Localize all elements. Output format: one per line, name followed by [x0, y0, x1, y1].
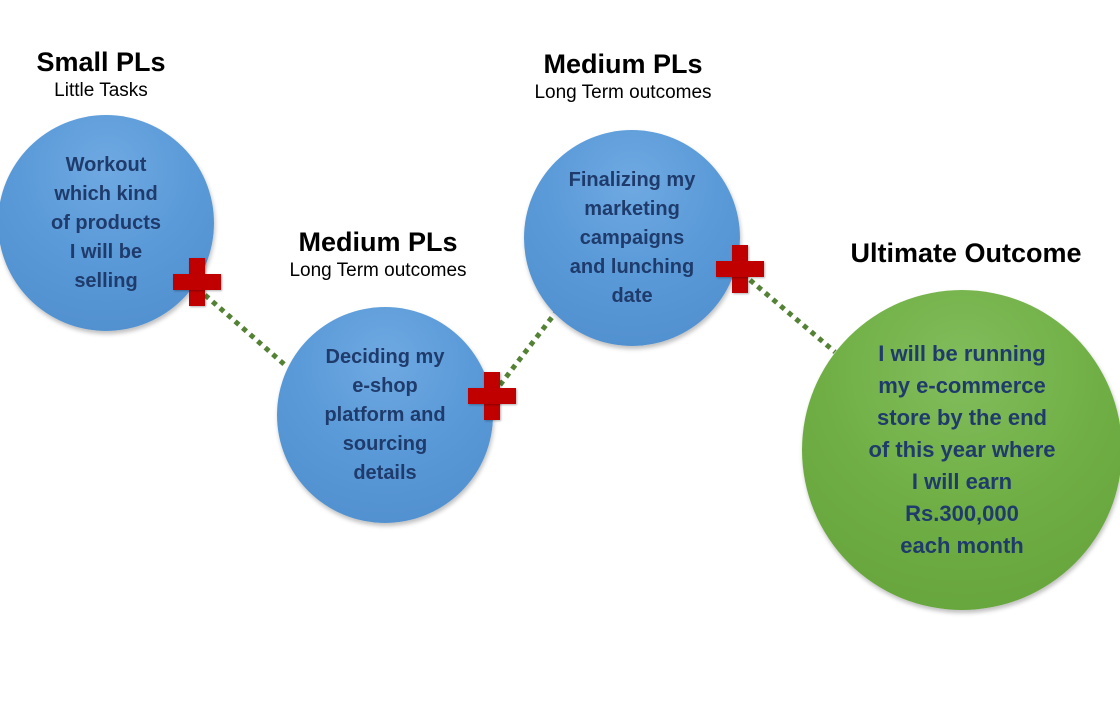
outcome-title: Ultimate Outcome: [850, 238, 1082, 268]
stage-3-heading: Medium PLs Long Term outcomes: [505, 48, 741, 106]
stage-3-circle: Finalizing my marketing campaigns and lu…: [524, 130, 740, 346]
stage-1-title: Small PLs: [36, 47, 166, 77]
plus-icon: [716, 245, 764, 293]
stage-2-heading: Medium PLs Long Term outcomes: [260, 226, 496, 284]
stage-3-title: Medium PLs: [543, 49, 703, 79]
stage-1-circle: Workout which kind of products I will be…: [0, 115, 214, 331]
stage-2-circle: Deciding my e-shop platform and sourcing…: [277, 307, 493, 523]
plus-icon: [468, 372, 516, 420]
plus-icon: [173, 258, 221, 306]
outcome-circle: I will be running my e-commerce store by…: [802, 290, 1120, 610]
connector-dotted-3: [748, 278, 837, 354]
stage-2-subtitle: Long Term outcomes: [289, 260, 467, 281]
outcome-heading: Ultimate Outcome: [830, 237, 1102, 269]
outcome-text: I will be running my e-commerce store by…: [868, 341, 1056, 558]
stage-1-subtitle: Little Tasks: [54, 80, 148, 101]
stage-2-title: Medium PLs: [298, 227, 458, 257]
stage-2-text: Deciding my e-shop platform and sourcing…: [324, 345, 446, 484]
connector-dotted-1: [203, 293, 287, 367]
stage-1-heading: Small PLs Little Tasks: [0, 46, 202, 104]
stage-1-text: Workout which kind of products I will be…: [51, 153, 161, 292]
stage-3-subtitle: Long Term outcomes: [534, 82, 712, 103]
stage-3-text: Finalizing my marketing campaigns and lu…: [568, 168, 696, 307]
